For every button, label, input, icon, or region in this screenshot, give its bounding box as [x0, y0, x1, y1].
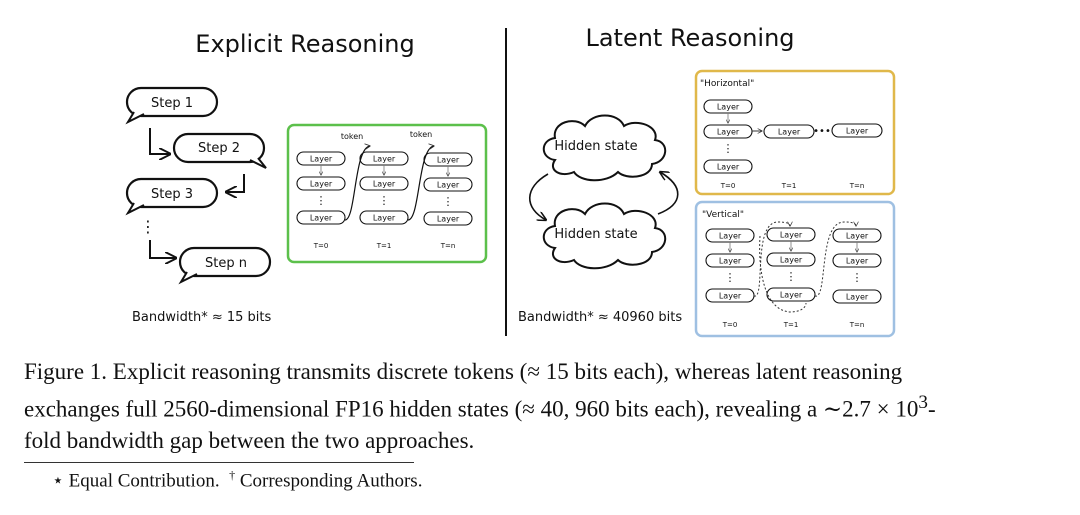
explicit-bandwidth: Bandwidth* ≈ 15 bits [132, 310, 272, 325]
layer-dots: ⋮ [725, 271, 736, 284]
step-1-label: Step 1 [151, 96, 193, 111]
footnote-equal: Equal Contribution. [68, 470, 220, 492]
layer-label: Layer [846, 257, 869, 266]
layer-label: Layer [310, 214, 333, 223]
figure-caption: Figure 1. Explicit reasoning transmits d… [24, 356, 1054, 456]
layer-label: Layer [373, 214, 396, 223]
layer-label: Layer [717, 103, 740, 112]
time-label-t0: T=0 [313, 242, 329, 250]
figure-1: Explicit Reasoning Step 1 Step 2 Step 3 … [125, 24, 896, 338]
cycle-arrow-left [529, 173, 549, 220]
hidden-state-label-top: Hidden state [554, 139, 637, 154]
layer-dots: ⋮ [379, 194, 390, 207]
layer-label: Layer [846, 293, 869, 302]
step-1-bubble: Step 1 [125, 86, 219, 125]
layer-label: Layer [437, 181, 460, 190]
step-2-label: Step 2 [198, 141, 240, 156]
token-loop-1 [344, 146, 370, 221]
layer-label: Layer [310, 155, 333, 164]
token-label-2: token [410, 130, 432, 139]
vertical-loop-1 [753, 222, 790, 297]
explicit-column-t1: Layer Layer ⋮ Layer T=1 [359, 151, 409, 250]
layer-label: Layer [846, 232, 869, 241]
vertical-loop-1b [759, 235, 807, 313]
layer-label: Layer [310, 180, 333, 189]
footnote-corresponding: Corresponding Authors. [239, 470, 423, 492]
layer-dots: ⋮ [852, 271, 863, 284]
hidden-state-cloud-bottom: Hidden state [542, 202, 667, 270]
explicit-title: Explicit Reasoning [195, 30, 414, 58]
caption-line-2-text: exchanges full 2560-dimensional FP16 hid… [24, 396, 919, 422]
layer-label: Layer [778, 128, 801, 137]
explicit-column-tn: Layer Layer ⋮ Layer T=n [423, 152, 473, 250]
caption-exponent: 3 [918, 392, 928, 413]
layer-label: Layer [780, 231, 803, 240]
step-3-label: Step 3 [151, 187, 193, 202]
footnote-star: ⋆ [52, 470, 64, 492]
time-label-t0: T=0 [720, 182, 736, 190]
time-label-t1: T=1 [783, 321, 799, 329]
horizontal-label: "Horizontal" [700, 79, 754, 89]
footnote-rule [24, 462, 414, 463]
latent-bandwidth: Bandwidth* ≈ 40960 bits [518, 310, 682, 325]
horizontal-ellipsis: ••• [813, 126, 831, 137]
caption-line-1: Figure 1. Explicit reasoning transmits d… [24, 359, 903, 384]
time-label-t1: T=1 [376, 242, 392, 250]
cycle-arrow-right [658, 172, 679, 215]
footnote-dagger: † [229, 468, 236, 482]
horizontal-box [694, 69, 896, 196]
hidden-state-label-bottom: Hidden state [554, 227, 637, 242]
hidden-state-cloud-top: Hidden state [542, 114, 667, 182]
step-arrow-1 [149, 128, 170, 154]
time-label-tn: T=n [440, 242, 456, 250]
time-label-t1: T=1 [781, 182, 797, 190]
explicit-column-t0: Layer Layer ⋮ Layer T=0 [296, 151, 346, 250]
layer-label: Layer [437, 215, 460, 224]
layer-dots: ⋮ [786, 270, 797, 283]
time-label-t0: T=0 [722, 321, 738, 329]
step-2-bubble: Step 2 [172, 132, 267, 169]
layer-dots: ⋮ [723, 142, 734, 155]
token-label-1: token [341, 132, 363, 141]
layer-label: Layer [780, 256, 803, 265]
layer-label: Layer [437, 156, 460, 165]
caption-line-2: exchanges full 2560-dimensional FP16 hid… [24, 387, 1054, 425]
step-n-label: Step n [205, 256, 247, 271]
explicit-layer-box [286, 123, 488, 264]
layer-dots: ⋮ [316, 194, 327, 207]
step-n-bubble: Step n [178, 246, 272, 285]
footnote: ⋆ Equal Contribution. † Corresponding Au… [52, 468, 422, 492]
vertical-diagram: Layer Layer ⋮ Layer Layer Layer ⋮ Layer … [705, 222, 882, 329]
time-label-tn: T=n [849, 321, 865, 329]
layer-label: Layer [373, 155, 396, 164]
token-loop-2 [407, 146, 434, 221]
step-arrow-2 [226, 174, 245, 192]
step-dots: ⋮ [140, 217, 156, 236]
layer-label: Layer [780, 291, 803, 300]
vertical-loop-2 [814, 222, 856, 297]
vertical-label: "Vertical" [702, 210, 744, 220]
layer-label: Layer [719, 292, 742, 301]
layer-label: Layer [846, 127, 869, 136]
layer-label: Layer [373, 180, 396, 189]
layer-label: Layer [719, 257, 742, 266]
caption-line-3: fold bandwidth gap between the two appro… [24, 427, 475, 453]
vertical-box [694, 200, 896, 338]
latent-title: Latent Reasoning [585, 24, 794, 52]
layer-label: Layer [719, 232, 742, 241]
horizontal-diagram: Layer Layer ⋮ Layer Layer ••• Layer T=0 … [703, 99, 883, 190]
layer-label: Layer [717, 128, 740, 137]
layer-label: Layer [717, 163, 740, 172]
layer-dots: ⋮ [443, 195, 454, 208]
step-3-bubble: Step 3 [125, 177, 219, 216]
step-arrow-n [149, 240, 176, 258]
caption-line-2-end: - [927, 396, 936, 422]
time-label-tn: T=n [849, 182, 865, 190]
